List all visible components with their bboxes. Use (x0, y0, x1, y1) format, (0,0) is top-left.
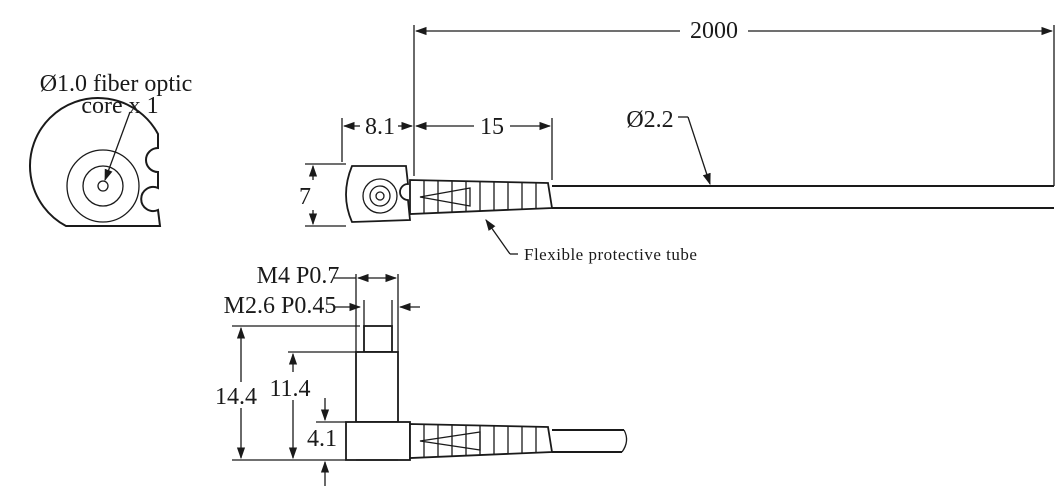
thread-height-dim-text: 11.4 (269, 376, 310, 402)
diameter-leader (687, 116, 711, 186)
front-core-ring (82, 165, 124, 207)
head-height-dim-text: 7 (299, 184, 311, 210)
top-head-outer-circle (362, 178, 398, 214)
front-inner-ring (66, 149, 140, 223)
top-head-outline (345, 165, 411, 223)
core-leader (104, 111, 131, 182)
tube-leader-diagonal (485, 219, 511, 255)
diameter-dim-text: Ø2.2 (626, 107, 673, 133)
tube-label: Flexible protective tube (524, 245, 697, 264)
tube-length-dim-text: 15 (480, 114, 504, 140)
side-cable-break (621, 429, 628, 453)
side-view: M4 P0.7 M2.6 P0.45 14.4 11.4 4.1 (215, 263, 628, 486)
length-dim-text: 2000 (690, 18, 738, 44)
front-view: Ø1.0 fiber optic core x 1 (29, 71, 193, 227)
side-body-block (345, 421, 411, 461)
thread-major-label: M4 P0.7 (257, 263, 340, 289)
body-height-dim-text: 4.1 (307, 426, 337, 452)
head-width-dim-text: 8.1 (365, 114, 395, 140)
overall-height-dim-text: 14.4 (215, 384, 257, 410)
core-label-line2: core x 1 (81, 93, 158, 119)
side-protective-tube (409, 423, 554, 459)
side-thread-tip (363, 325, 393, 353)
core-label-line1: Ø1.0 fiber optic (40, 71, 193, 97)
top-view: 2000 8.1 15 7 (299, 18, 1055, 264)
top-head-inner-circle (375, 191, 385, 201)
top-protective-tube (409, 179, 554, 215)
top-head-mid-circle (369, 185, 391, 207)
side-thread-body (355, 351, 399, 423)
front-core-dot (97, 180, 109, 192)
thread-minor-label: M2.6 P0.45 (224, 293, 337, 319)
front-head-outline (29, 97, 162, 227)
